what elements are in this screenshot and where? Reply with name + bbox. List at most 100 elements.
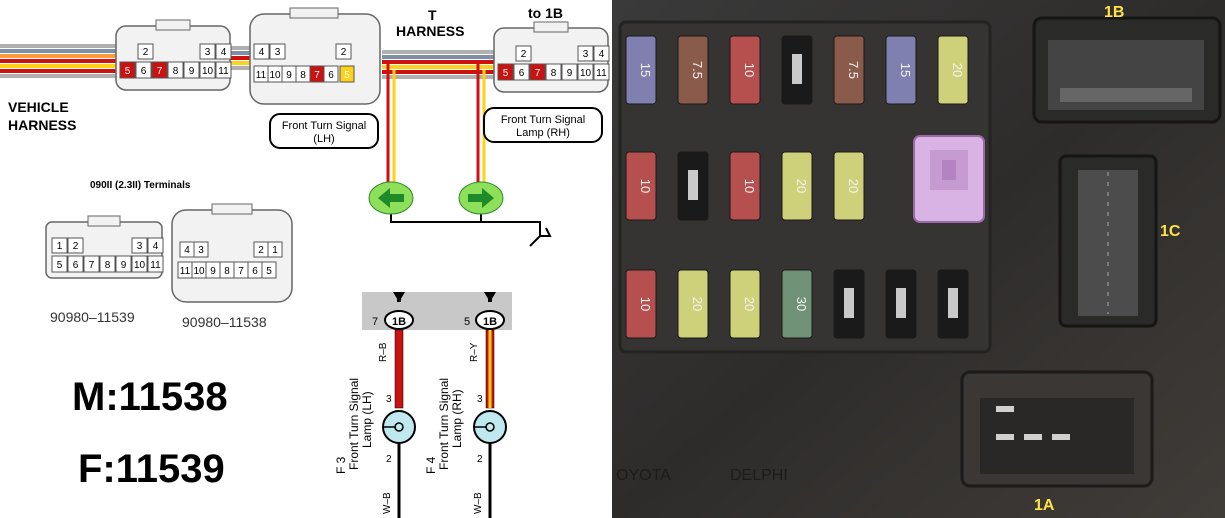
- fuse: 7.5: [833, 35, 865, 105]
- svg-text:Front Turn Signal: Front Turn Signal: [347, 378, 361, 470]
- connector-pin-label: 9: [567, 68, 573, 79]
- lh-circuit: 1B 7 R–B 3 2 W–B F 3 Front Turn Signal L…: [334, 292, 416, 518]
- connector-pin-label: 11: [256, 70, 267, 81]
- vehicle-harness-wires: [0, 44, 120, 78]
- fuse: 10: [625, 269, 657, 339]
- empty-fuse-slot: [781, 35, 813, 105]
- connector-pin: [135, 61, 152, 79]
- connector-pin: [593, 45, 610, 62]
- connector-pin-label: 4: [221, 47, 227, 58]
- connector-pin-label: 5: [125, 66, 131, 77]
- brand-right: DELPHI: [730, 467, 788, 484]
- connector-pin-label: 3: [198, 245, 204, 256]
- front-lh-label-box: Front Turn Signal (LH): [269, 113, 379, 149]
- connector-pin-label: 5: [266, 266, 272, 277]
- svg-text:F 3: F 3: [334, 456, 348, 474]
- fuse: 20: [677, 269, 709, 339]
- connector-pin: [137, 43, 154, 60]
- fuse-amp-label: 15: [638, 63, 653, 77]
- connector-pin: [577, 63, 594, 81]
- connector-pin-label: 9: [189, 66, 195, 77]
- fuse: 30: [781, 269, 813, 339]
- connector-pin-label: 11: [180, 266, 191, 277]
- connector-pin: [215, 61, 232, 79]
- fuse: 7.5: [677, 35, 709, 105]
- connector-pin-label: 7: [89, 260, 95, 271]
- relay: [913, 135, 985, 223]
- svg-text:R–B: R–B: [378, 342, 389, 362]
- connector-pin-label: 8: [224, 266, 230, 277]
- svg-text:F 4: F 4: [424, 456, 438, 474]
- fuse-amp-label: 30: [794, 297, 809, 311]
- connector-pin-label: 3: [205, 47, 211, 58]
- male-code: M:11538: [72, 375, 228, 419]
- connector-pin: [529, 63, 546, 81]
- connector-pin-label: 9: [121, 260, 127, 271]
- connector-pin-label: 3: [137, 241, 143, 252]
- fuse: 10: [625, 151, 657, 221]
- connector-pin: [131, 237, 148, 254]
- fuse-amp-label: 20: [794, 179, 809, 193]
- fuse: 10: [729, 151, 761, 221]
- connector-pin: [183, 61, 200, 79]
- connector-pin-label: 7: [535, 68, 541, 79]
- connector-pin-label: 11: [218, 66, 229, 77]
- connector-pin-label: 5: [344, 70, 350, 81]
- label-1c: 1C: [1160, 223, 1181, 240]
- connector-pin-label: 2: [143, 47, 149, 58]
- svg-text:3: 3: [477, 394, 483, 405]
- to-1b-label: to 1B: [528, 5, 563, 21]
- connector-pin: [323, 65, 339, 83]
- fuse: 20: [729, 269, 761, 339]
- fuse-amp-label: 10: [638, 179, 653, 193]
- connector-pin-label: 1: [272, 245, 278, 256]
- svg-text:(LH): (LH): [313, 133, 334, 145]
- connector-pin: [193, 241, 209, 258]
- connector-pin-label: 6: [252, 266, 258, 277]
- connector-pin-label: 7: [157, 66, 163, 77]
- fuse: 10: [729, 35, 761, 105]
- fuse-amp-label: 20: [846, 179, 861, 193]
- connector-pin-label: 9: [286, 70, 292, 81]
- connector-pin: [67, 255, 84, 273]
- svg-text:2: 2: [386, 454, 392, 465]
- empty-fuse-slot: [937, 269, 969, 339]
- connector-pin: [261, 261, 277, 279]
- connector-pin-label: 7: [314, 70, 320, 81]
- front-rh-label-box: Front Turn Signal Lamp (RH): [483, 107, 603, 143]
- label-1b: 1B: [1104, 4, 1124, 21]
- right-turn-arrow-icon: [458, 181, 504, 215]
- t-harness-wires: [382, 50, 494, 79]
- connector-pin-label: 8: [105, 260, 111, 271]
- connector-pin: [267, 241, 283, 258]
- connector-pin-label: 4: [184, 245, 190, 256]
- connector-pin: [51, 237, 68, 254]
- connector-pin: [83, 255, 100, 273]
- connector-pin-label: 10: [202, 66, 214, 77]
- connector-pin: [67, 237, 84, 254]
- svg-text:1B: 1B: [483, 316, 497, 328]
- connector-pin-label: 8: [551, 68, 557, 79]
- connector-pin: [99, 255, 116, 273]
- connector-pin-label: 11: [150, 260, 161, 271]
- fuse-amp-label: 20: [690, 297, 705, 311]
- connector-pin-label: 2: [73, 241, 79, 252]
- fuse-amp-label: 20: [950, 63, 965, 77]
- connector-pin-label: 4: [153, 241, 159, 252]
- empty-fuse-slot: [677, 151, 709, 221]
- empty-fuse-slot: [885, 269, 917, 339]
- svg-text:Lamp (LH): Lamp (LH): [360, 391, 374, 448]
- svg-text:1B: 1B: [392, 316, 406, 328]
- rh-circuit: 1B 5 R–Y 3 2 W–B F 4 Front Turn Signal L…: [424, 292, 507, 518]
- middle-harness-wires: [228, 46, 252, 70]
- connector-pin-label: 1: [57, 241, 63, 252]
- connector-pin: [199, 43, 216, 60]
- connector-pin-label: 6: [73, 260, 79, 271]
- svg-text:R–Y: R–Y: [469, 342, 480, 362]
- fuse: 20: [781, 151, 813, 221]
- connector-pin-label: 2: [258, 245, 264, 256]
- connector-pin: [577, 45, 594, 62]
